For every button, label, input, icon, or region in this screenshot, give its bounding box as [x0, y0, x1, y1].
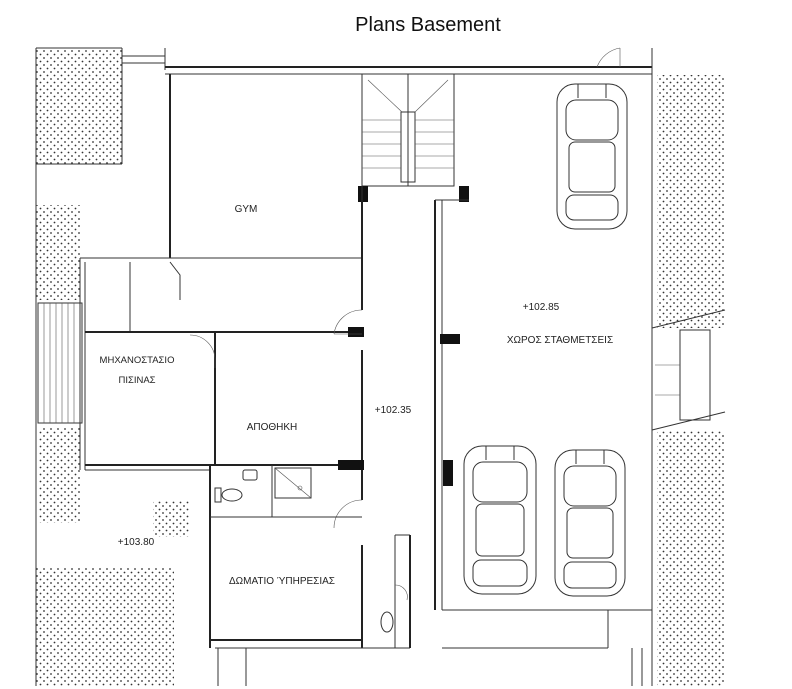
hatch-left-upper [36, 205, 80, 300]
shower-tray [274, 467, 312, 499]
exterior-hatch-areas [36, 48, 725, 686]
central-stair [358, 73, 469, 202]
hatch-bottom-left [36, 568, 174, 686]
car-bottom-right [554, 449, 626, 597]
corridor-walls [333, 186, 469, 648]
plan-title: Plans Basement [355, 14, 501, 36]
sink [242, 469, 258, 481]
room-label-pool-machine-2: ΠΙΣΙΝΑΣ [118, 375, 155, 386]
level-label-outdoor: +103.80 [118, 537, 155, 548]
toilet-icon [221, 488, 243, 502]
car-bottom-left [463, 445, 537, 595]
room-label-parking: ΧΩΡΟΣ ΣΤΑΘΜΕΤΣΕΙΣ [507, 335, 613, 346]
room-label-storage: ΑΠΟΘΗΚΗ [247, 422, 298, 433]
service-room-walls [210, 465, 411, 649]
right-openings [651, 309, 726, 431]
level-label-parking: +102.85 [523, 302, 560, 313]
exterior-stair [37, 302, 83, 424]
room-label-gym: GYM [235, 204, 258, 215]
hatch-right-lower [657, 430, 725, 686]
left-wing-walls [79, 74, 362, 648]
outer-walls [35, 47, 653, 686]
room-label-pool-machine-1: ΜΗΧΑΝΟΣΤΑΣΙΟ [100, 355, 175, 366]
hatch-left-lower [38, 428, 81, 523]
bottom-walls [217, 609, 652, 686]
level-label-corridor: +102.35 [375, 405, 412, 416]
hatch-right-upper [657, 75, 725, 328]
hatch-top-left [36, 48, 122, 164]
room-label-service: ΔΩΜΑΤΙΟ ΎΠΗΡΕΣΙΑΣ [229, 576, 335, 587]
car-top-right [556, 83, 628, 230]
hatch-planter [153, 500, 190, 537]
toilet-icon-2 [380, 611, 394, 633]
